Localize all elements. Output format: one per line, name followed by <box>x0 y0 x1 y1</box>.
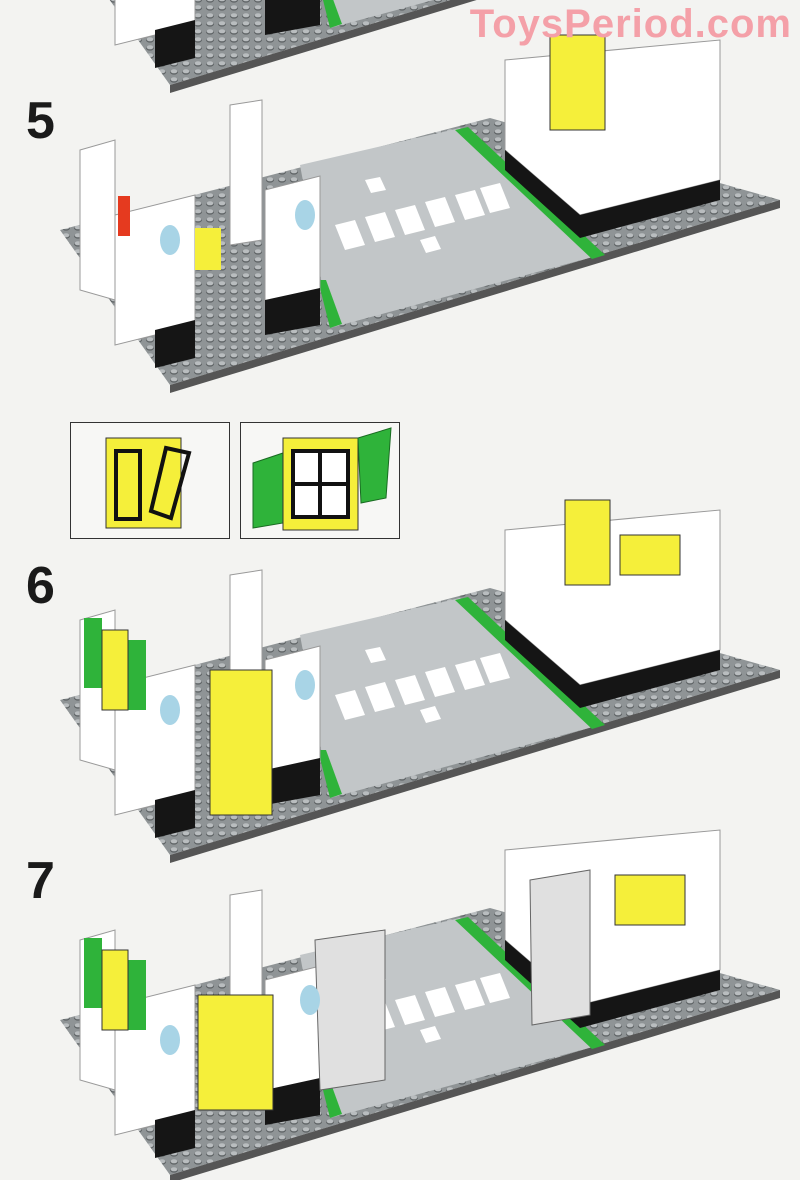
yellow-lattice <box>619 534 681 576</box>
step-number-6: 6 <box>26 557 55 615</box>
trans-blue-lamp <box>160 1025 180 1055</box>
yellow-door-frame <box>564 499 611 586</box>
step-6-illustration <box>59 499 781 864</box>
trans-blue-lamp <box>160 695 180 725</box>
yellow-window <box>101 949 129 1031</box>
step-number-5: 5 <box>26 92 55 150</box>
trans-blue-lamp <box>160 225 180 255</box>
inset-window-assembly <box>70 422 230 539</box>
green-shutter <box>84 618 102 688</box>
step-5-illustration <box>59 34 781 394</box>
green-shutter <box>128 960 146 1030</box>
trans-blue-lamp <box>295 200 315 230</box>
watermark: ToysPeriod.com <box>469 2 792 46</box>
green-shutter <box>128 640 146 710</box>
yellow-brick <box>195 228 221 270</box>
window-frame-diagram <box>105 437 192 529</box>
yellow-lattice <box>614 874 686 926</box>
yellow-door <box>197 994 274 1111</box>
gray-gate <box>314 929 386 1091</box>
yellow-door <box>209 669 273 816</box>
green-shutter <box>84 938 102 1008</box>
step-number-7: 7 <box>26 852 55 910</box>
step-7-illustration <box>59 829 781 1180</box>
gray-gate <box>529 869 591 1026</box>
inset-window-with-shutters <box>240 422 400 539</box>
red-brick <box>118 196 130 236</box>
yellow-door-frame <box>549 34 606 131</box>
yellow-window <box>101 629 129 711</box>
trans-blue-lamp <box>295 670 315 700</box>
trans-blue-lamp <box>300 985 320 1015</box>
shuttered-window-diagram <box>252 427 392 531</box>
